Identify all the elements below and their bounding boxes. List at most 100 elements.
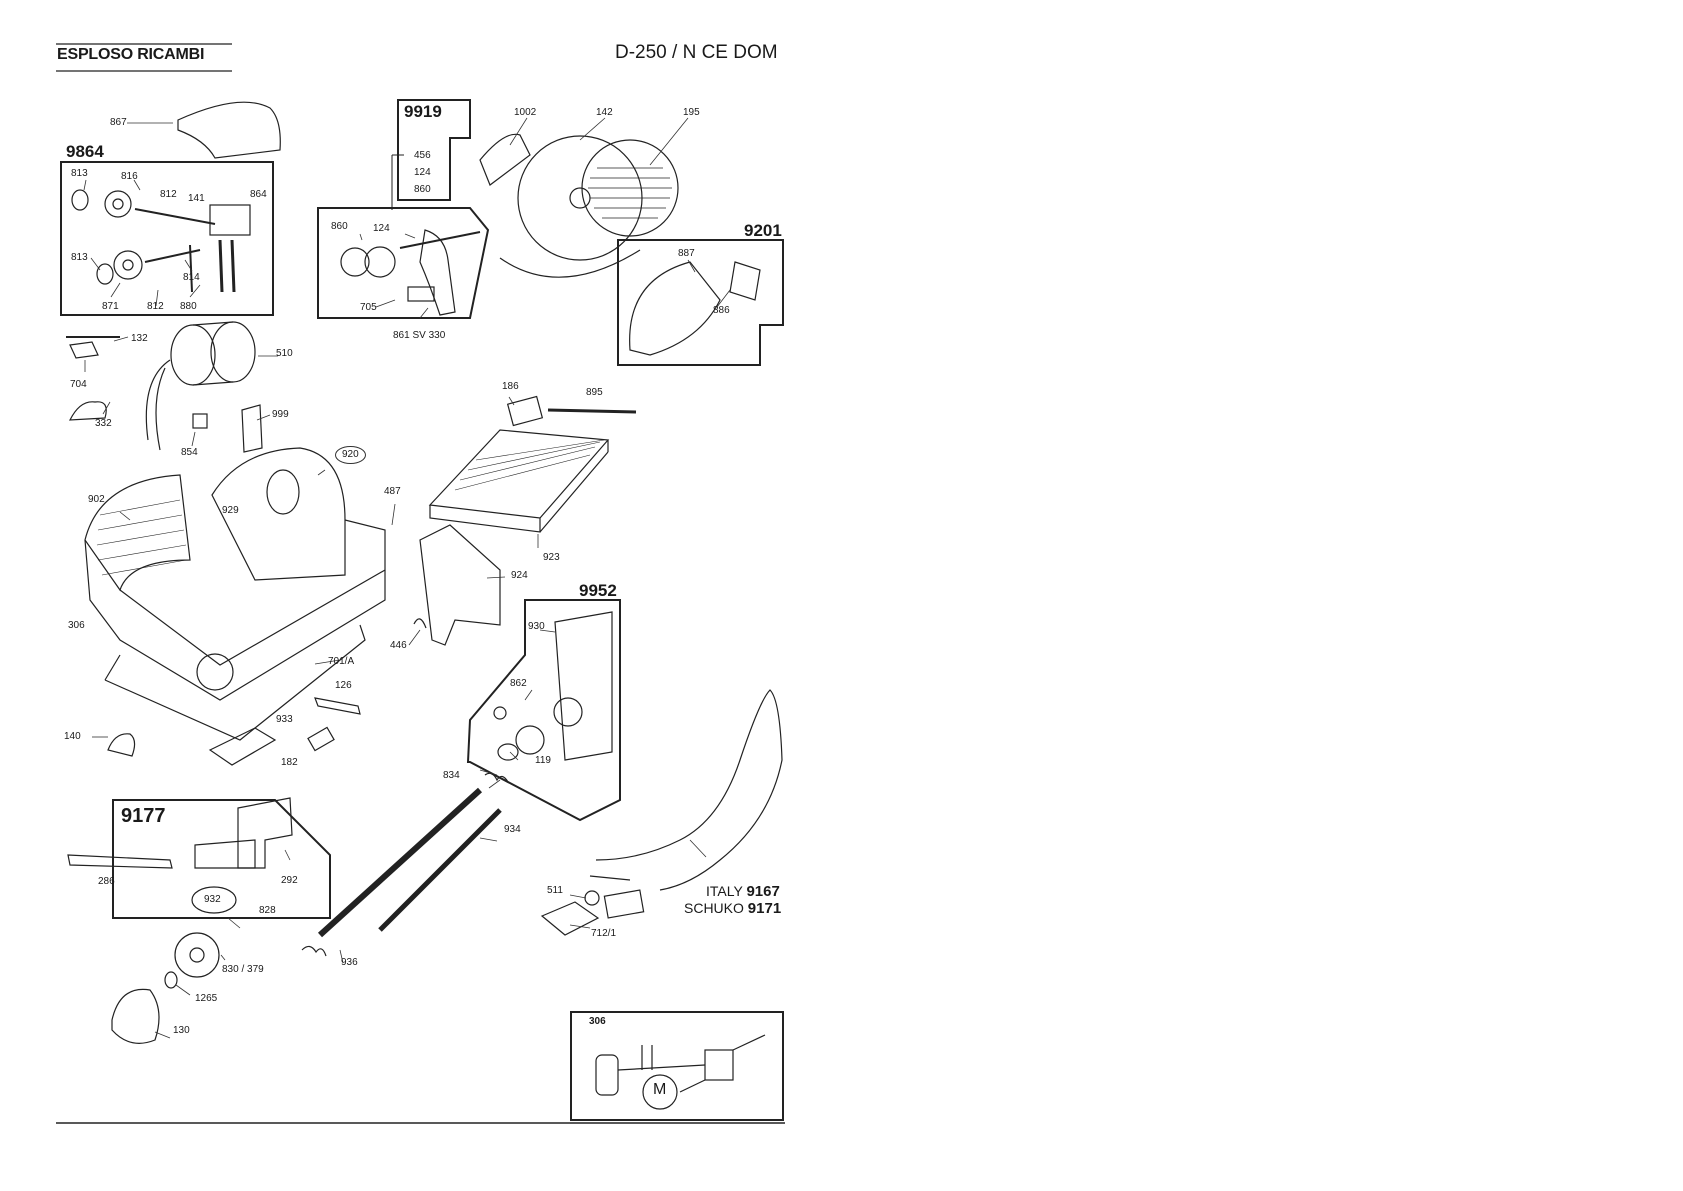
power-cord — [595, 689, 783, 891]
part-label: 126 — [335, 680, 352, 691]
cord-italy-row: ITALY 9167 — [706, 883, 780, 900]
part-label: 814 — [183, 272, 200, 283]
part-label: 830 / 379 — [222, 964, 264, 975]
group-label-9864: 9864 — [66, 142, 104, 161]
cord-italy-code: 9167 — [746, 883, 780, 900]
cord-schuko-row: SCHUKO 9171 — [684, 900, 781, 917]
assembly-frame-9919 — [317, 207, 490, 319]
part-label: 510 — [276, 348, 293, 359]
part-label: 130 — [173, 1025, 190, 1036]
group-box-9201 — [617, 239, 784, 366]
part-923-shape — [428, 429, 610, 519]
part-label: 864 — [250, 189, 267, 200]
part-label: 816 — [121, 171, 138, 182]
part-label: 936 — [341, 957, 358, 968]
part-label: 286 — [98, 876, 115, 887]
section-title: ESPLOSO RICAMBI — [57, 46, 205, 63]
part-1002-shape — [479, 133, 531, 186]
cord-schuko-code: 9171 — [747, 900, 782, 917]
group-label-9952: 9952 — [579, 581, 617, 600]
knob-830-shape — [174, 932, 220, 978]
part-label: 834 — [443, 770, 460, 781]
part-label: 1002 — [514, 107, 537, 118]
part-label: 933 — [276, 714, 293, 725]
part-label: 705 — [360, 302, 377, 313]
part-label: 828 — [259, 905, 276, 916]
group-9919-item: 124 — [414, 167, 431, 178]
part-label: 861 SV 330 — [393, 330, 446, 341]
part-label: 182 — [281, 757, 298, 768]
part-920-shape — [211, 447, 346, 581]
motor-letter: M — [653, 1081, 667, 1098]
part-861-shape — [419, 229, 456, 316]
part-label: 924 — [511, 570, 528, 581]
motor-icon — [642, 1074, 678, 1110]
part-label: 292 — [281, 875, 298, 886]
group-box-9177 — [112, 799, 331, 919]
part-label: 124 — [373, 223, 390, 234]
part-label: 306 — [589, 1016, 606, 1027]
gear-icon — [104, 190, 132, 218]
part-label: 886 — [713, 305, 730, 316]
part-label: 860 — [331, 221, 348, 232]
part-label: 195 — [683, 107, 700, 118]
cord-italy-label: ITALY — [706, 883, 743, 899]
part-label: 929 — [222, 505, 239, 516]
group-label-9919: 9919 — [404, 102, 442, 121]
group-label-9201: 9201 — [744, 221, 782, 240]
part-label: 902 — [88, 494, 105, 505]
part-932-callout — [191, 886, 237, 914]
part-label: 812 — [160, 189, 177, 200]
part-label: 930 — [528, 621, 545, 632]
part-label: 140 — [64, 731, 81, 742]
switch-306-shape — [595, 1054, 619, 1096]
part-label: 186 — [502, 381, 519, 392]
group-box-9919 — [397, 99, 471, 201]
part-933-shape — [208, 727, 277, 766]
part-label: 813 — [71, 168, 88, 179]
part-label: 1265 — [195, 993, 218, 1004]
part-label: 871 — [102, 301, 119, 312]
group-box-9952 — [466, 599, 621, 822]
rod-934-shape — [378, 808, 502, 932]
part-286-shape — [67, 854, 173, 869]
part-label: 934 — [504, 824, 521, 835]
part-label: 932 — [204, 894, 221, 905]
part-label: 712/1 — [591, 928, 617, 939]
part-902-shape — [84, 474, 191, 592]
part-label: 511 — [547, 885, 563, 896]
cord-schuko-label: SCHUKO — [684, 900, 744, 916]
group-9919-item: 456 — [414, 150, 431, 161]
part-label: 487 — [384, 486, 401, 497]
part-label: 895 — [586, 387, 603, 398]
part-label: 704 — [70, 379, 87, 390]
part-867-shape — [177, 101, 281, 159]
part-label-circled: 920 — [335, 446, 366, 464]
plug-icon — [603, 889, 645, 919]
part-813-shape — [71, 189, 89, 211]
rod-936-shape — [317, 787, 483, 938]
part-label: 923 — [543, 552, 560, 563]
group-box-9864 — [60, 161, 274, 316]
group-9919-item: 860 — [414, 184, 431, 195]
part-label: 862 — [510, 678, 527, 689]
wiring-box — [570, 1011, 784, 1121]
blade-cover-195 — [581, 139, 679, 237]
part-label: 306 — [68, 620, 85, 631]
part-label: 999 — [272, 409, 289, 420]
model-title: D-250 / N CE DOM — [615, 42, 778, 63]
motor-510-shape — [170, 324, 216, 386]
part-label: 141 — [188, 193, 205, 204]
part-label: 887 — [678, 248, 695, 259]
knob-130-shape — [111, 988, 160, 1044]
blade-guard-ring — [499, 249, 641, 278]
gear-icon — [113, 250, 143, 280]
part-label: 813 — [71, 252, 88, 263]
part-label: 867 — [110, 117, 127, 128]
part-label: 854 — [181, 447, 198, 458]
part-label: 142 — [596, 107, 613, 118]
part-label: 812 — [147, 301, 164, 312]
part-label: 446 — [390, 640, 407, 651]
